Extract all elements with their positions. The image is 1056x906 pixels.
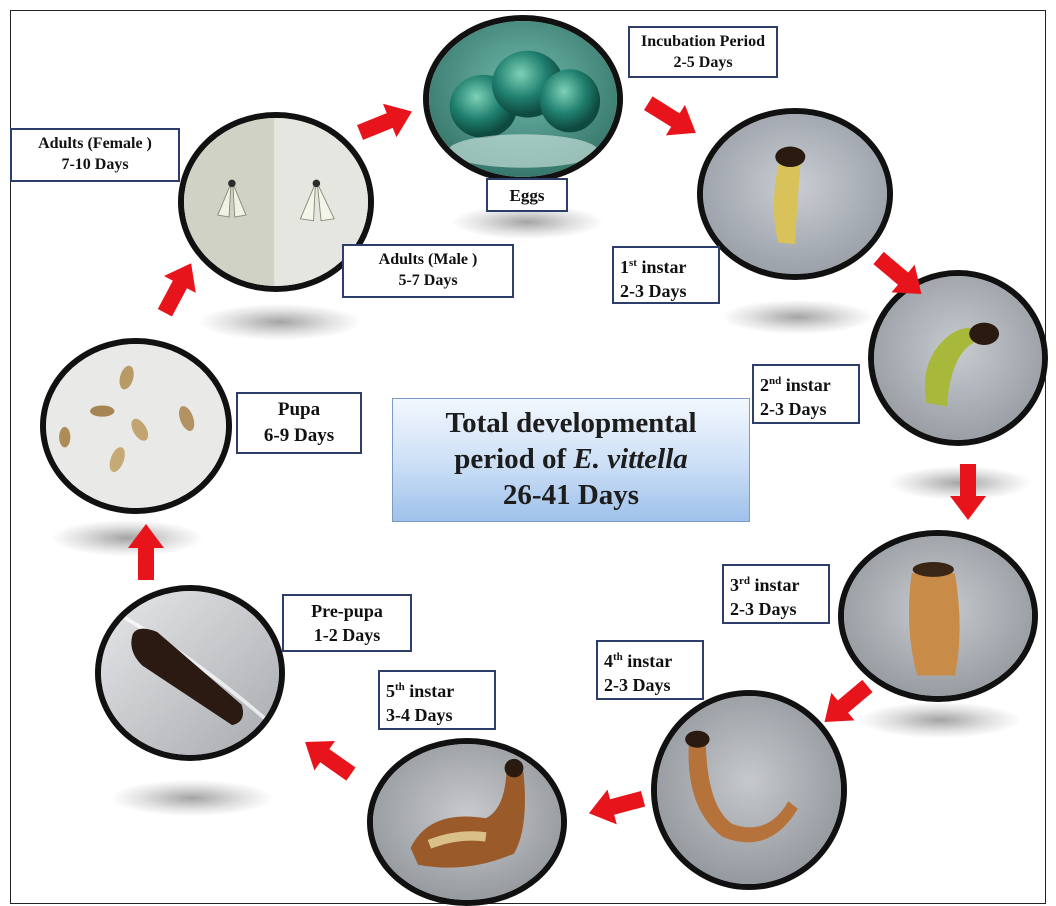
eggs-photo [423,15,623,183]
incubation-title: Incubation Period [636,31,770,52]
total-line2: period of E. vittella [393,441,749,477]
adult-male-label: Adults (Male ) 5-7 Days [342,244,514,298]
instar3-ordinal: 3 [730,575,739,595]
instar4-word: instar [627,651,672,671]
pupa-days: 6-9 Days [244,423,354,449]
arrow-prepupa-to-pupa [128,524,164,580]
instar4-suffix: th [613,651,623,663]
instar1-title: 1st instar [620,251,712,279]
prepupa-shadow [112,780,272,816]
instar3-shadow [860,702,1020,738]
instar4-photo [651,690,847,890]
instar1-days: 2-3 Days [620,279,712,303]
total-days: 26-41 Days [393,477,749,513]
pupa-photo [40,338,232,514]
instar2-title: 2nd instar [760,369,852,397]
instar5-suffix: th [395,681,405,693]
instar5-title: 5th instar [386,675,488,703]
instar2-photo [868,270,1048,446]
instar5-ordinal: 5 [386,681,395,701]
incubation-period-label: Incubation Period 2-5 Days [628,26,778,78]
prepupa-name: Pre-pupa [290,599,404,623]
instar5-label: 5th instar 3-4 Days [378,670,496,730]
incubation-days: 2-5 Days [636,52,770,73]
pupa-shadow [52,520,202,556]
instar1-label: 1st instar 2-3 Days [612,246,720,304]
instar1-shadow [723,300,873,334]
pupa-name: Pupa [244,397,354,423]
instar2-suffix: nd [769,375,781,387]
instar3-title: 3rd instar [730,569,822,597]
instar1-ordinal: 1 [620,257,629,277]
instar3-days: 2-3 Days [730,597,822,621]
instar2-word: instar [786,375,831,395]
instar4-ordinal: 4 [604,651,613,671]
instar1-photo [697,108,893,280]
instar4-label: 4th instar 2-3 Days [596,640,704,700]
species-name: E. vittella [573,443,687,475]
adult-female-label: Adults (Female ) 7-10 Days [10,128,180,182]
instar2-ordinal: 2 [760,375,769,395]
adult-female-name: Adults (Female ) [18,133,172,154]
instar3-suffix: rd [739,575,750,587]
instar3-photo [838,530,1038,702]
instar1-suffix: st [629,257,637,269]
total-line2-prefix: period of [454,443,573,475]
instar2-label: 2nd instar 2-3 Days [752,364,860,424]
adult-male-days: 5-7 Days [350,270,506,291]
prepupa-label: Pre-pupa 1-2 Days [282,594,412,652]
instar5-word: instar [409,681,454,701]
total-line1: Total developmental [393,405,749,441]
adult-female-days: 7-10 Days [18,154,172,175]
eggs-name: Eggs [494,183,560,209]
adult-male-name: Adults (Male ) [350,249,506,270]
adults-shadow [200,304,360,340]
arrow-instar2-to-instar3 [950,464,986,520]
prepupa-photo [95,585,285,761]
instar3-word: instar [755,575,800,595]
instar3-label: 3rd instar 2-3 Days [722,564,830,624]
instar2-days: 2-3 Days [760,397,852,421]
instar1-word: instar [641,257,686,277]
eggs-label: Eggs [486,178,568,212]
instar4-title: 4th instar [604,645,696,673]
instar4-days: 2-3 Days [604,673,696,697]
total-period-box: Total developmental period of E. vittell… [392,398,750,522]
prepupa-days: 1-2 Days [290,623,404,647]
pupa-label: Pupa 6-9 Days [236,392,362,454]
instar5-photo [367,738,567,906]
instar5-days: 3-4 Days [386,703,488,727]
